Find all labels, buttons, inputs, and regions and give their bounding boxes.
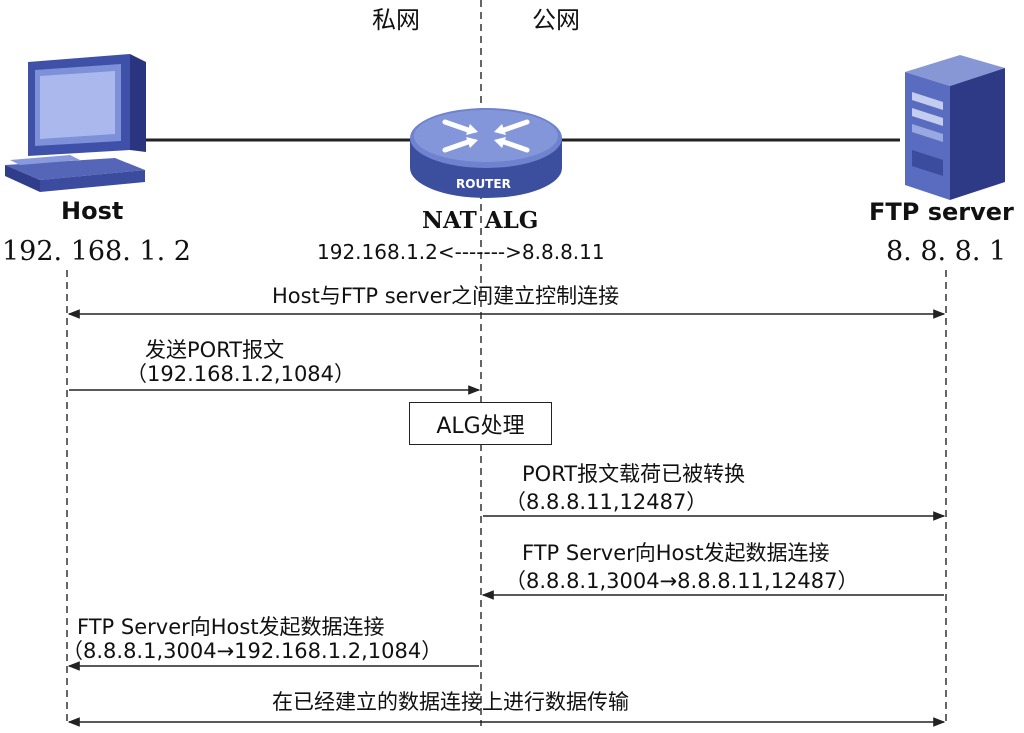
server-icon xyxy=(905,55,1005,200)
data-conn-public-line1: FTP Server向Host发起数据连接 xyxy=(522,541,830,565)
data-conn-private-line2: （8.8.8.1,3004→192.168.1.2,1084） xyxy=(62,639,443,663)
host-ip: 192. 168. 1. 2 xyxy=(2,236,191,267)
public-zone-label: 公网 xyxy=(532,6,580,34)
router-icon xyxy=(410,108,562,198)
transfer-label: 在已经建立的数据连接上进行数据传输 xyxy=(272,690,629,714)
private-zone-label: 私网 xyxy=(372,6,420,34)
router-badge: ROUTER xyxy=(456,177,511,191)
alg-process-box: ALG处理 xyxy=(409,402,552,445)
server-label: FTP server xyxy=(869,198,1014,226)
alg-process-label: ALG处理 xyxy=(436,413,525,439)
host-label: Host xyxy=(61,197,124,225)
port-send-line2: （192.168.1.2,1084） xyxy=(126,362,356,386)
nat-mapping: 192.168.1.2<------->8.8.8.11 xyxy=(317,240,605,264)
control-connection-label: Host与FTP server之间建立控制连接 xyxy=(272,284,620,308)
port-converted-line2: （8.8.8.11,12487） xyxy=(505,490,708,514)
nat-alg-label: NAT ALG xyxy=(422,207,539,234)
port-converted-line1: PORT报文载荷已被转换 xyxy=(522,462,746,486)
port-send-line1: 发送PORT报文 xyxy=(145,338,285,362)
server-ip: 8. 8. 8. 1 xyxy=(886,236,1007,267)
data-conn-public-line2: （8.8.8.1,3004→8.8.8.11,12487） xyxy=(505,569,859,593)
computer-icon xyxy=(5,54,146,192)
data-conn-private-line1: FTP Server向Host发起数据连接 xyxy=(77,615,385,639)
